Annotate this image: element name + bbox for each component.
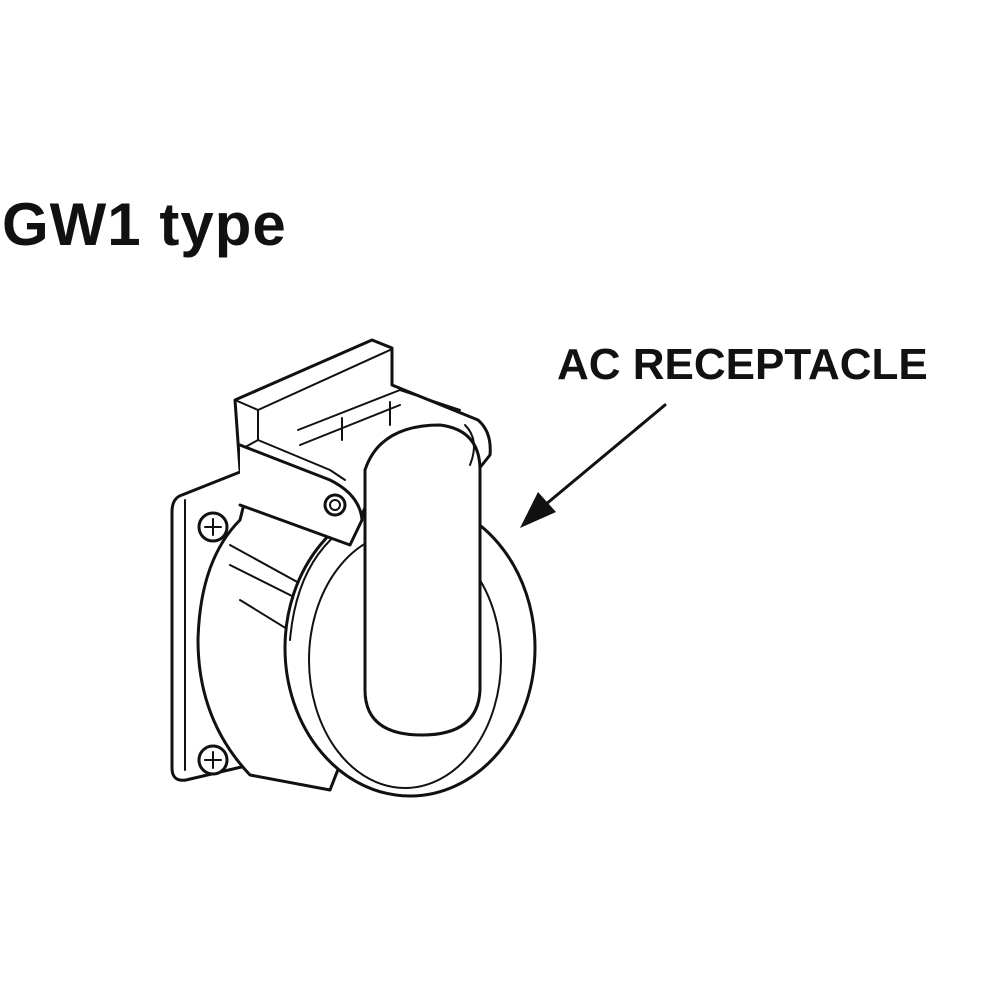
screw-icon-bottom xyxy=(197,744,229,776)
callout-arrowhead-icon xyxy=(520,492,556,528)
screw-icon-top xyxy=(197,511,229,543)
receptacle-lid xyxy=(363,423,482,737)
diagram-title: GW1 type xyxy=(2,191,287,258)
callout-arrow-line xyxy=(543,403,667,507)
callout-label: AC RECEPTACLE xyxy=(557,340,928,389)
hinge-pin-icon xyxy=(323,493,347,517)
